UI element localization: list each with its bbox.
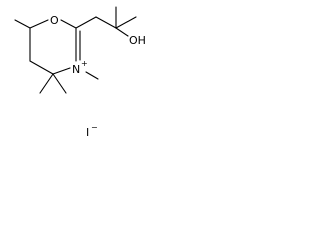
bond-ch2-cq [95,16,117,29]
hydroxyl-label: OH [129,34,146,47]
ring-oxygen-label: O [50,14,59,27]
bond-cq-methyl-b [115,16,137,29]
iodide-charge-label: − [91,123,98,132]
iodide-label: I [86,126,89,139]
molecule-structure: O OH N + I − [14,6,146,139]
ring-nitrogen-label: N [72,63,80,76]
bond-cq-oh [115,27,129,37]
bond-lines [14,6,137,94]
bond-c6-o [29,19,49,29]
bond-c4-n [52,67,71,75]
bond-c2-ch2 [75,16,97,29]
bond-c5-c4 [29,60,54,75]
bond-o-c2 [60,19,77,29]
bond-n-methyl [85,71,99,80]
bond-c6-methyl [14,19,31,29]
bond-c4-methyl-a [39,73,54,94]
nitrogen-charge-label: + [81,59,88,68]
bond-c4-methyl-b [52,73,67,94]
